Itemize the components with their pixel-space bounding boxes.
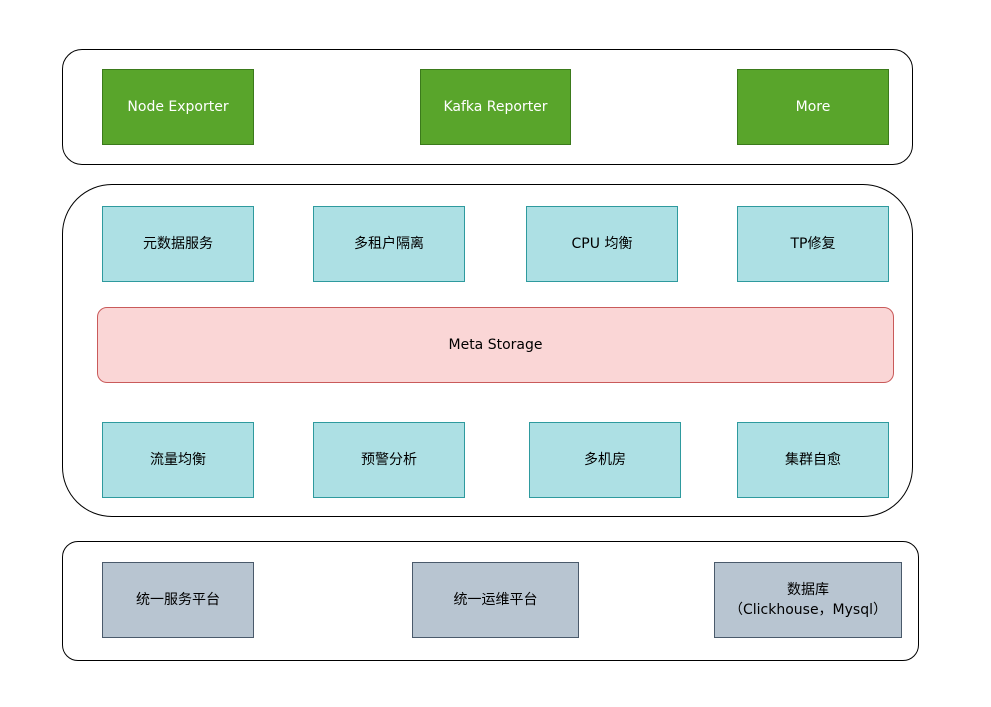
- database-detail-label: （Clickhouse，Mysql）: [728, 602, 887, 618]
- multi-tenant-isolation-label: 多租户隔离: [354, 236, 424, 252]
- tp-repair-box: TP修复: [737, 206, 889, 282]
- meta-storage-box: Meta Storage: [97, 307, 894, 383]
- tp-repair-label: TP修复: [790, 236, 836, 252]
- node-exporter-box: Node Exporter: [102, 69, 254, 145]
- traffic-balance-box: 流量均衡: [102, 422, 254, 498]
- cpu-balance-box: CPU 均衡: [526, 206, 678, 282]
- more-box: More: [737, 69, 889, 145]
- kafka-reporter-box: Kafka Reporter: [420, 69, 571, 145]
- database-box: 数据库 （Clickhouse，Mysql）: [714, 562, 902, 638]
- cpu-balance-label: CPU 均衡: [571, 236, 633, 252]
- multi-datacenter-label: 多机房: [584, 452, 626, 468]
- multi-tenant-isolation-box: 多租户隔离: [313, 206, 465, 282]
- more-label: More: [795, 99, 831, 115]
- traffic-balance-label: 流量均衡: [150, 452, 206, 468]
- alert-analysis-box: 预警分析: [313, 422, 465, 498]
- kafka-reporter-label: Kafka Reporter: [443, 99, 548, 115]
- cluster-self-healing-label: 集群自愈: [785, 452, 841, 468]
- cluster-self-healing-box: 集群自愈: [737, 422, 889, 498]
- multi-datacenter-box: 多机房: [529, 422, 681, 498]
- database-label: 数据库: [787, 582, 829, 598]
- unified-ops-platform-box: 统一运维平台: [412, 562, 579, 638]
- alert-analysis-label: 预警分析: [361, 452, 417, 468]
- meta-storage-label: Meta Storage: [448, 337, 543, 353]
- unified-service-platform-box: 统一服务平台: [102, 562, 254, 638]
- metadata-service-label: 元数据服务: [143, 236, 213, 252]
- node-exporter-label: Node Exporter: [127, 99, 229, 115]
- metadata-service-box: 元数据服务: [102, 206, 254, 282]
- unified-service-platform-label: 统一服务平台: [136, 592, 220, 608]
- unified-ops-platform-label: 统一运维平台: [453, 592, 538, 608]
